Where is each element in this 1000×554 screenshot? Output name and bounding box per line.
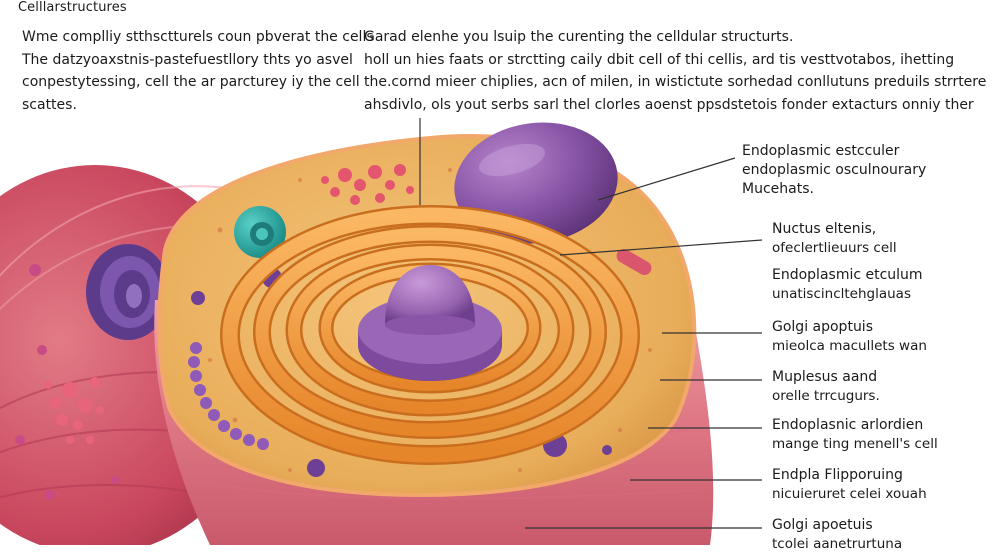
intro-right-line: holl un hies faats or strctting caily db… — [364, 51, 955, 68]
ribosome-cluster — [321, 164, 414, 205]
label-endoplasmic-reticulum: Endoplasmic etculum unatiscincltehglauas — [772, 266, 923, 304]
diagram-title: Celllarstructures — [18, 0, 127, 15]
mitochondrion — [616, 249, 652, 275]
label-line: Endoplasmic etculum — [772, 267, 923, 283]
label-line: unatiscincltehglauas — [772, 286, 911, 302]
label-line: Golgi apoetuis — [772, 517, 873, 533]
intro-paragraph-right: Garad elenhe you lsuip the curenting the… — [364, 26, 986, 116]
label-line: Endpla Flipporuing — [772, 467, 903, 483]
intro-paragraph-left: Wme complliy stthsctturels coun pbverat … — [22, 26, 374, 116]
background-spiral-organelle — [86, 244, 170, 340]
teal-lysosome — [234, 206, 286, 258]
leader-lines — [419, 118, 763, 529]
label-endoplasmic-reticulum-top: Endoplasmic estcculer endoplasmic osculn… — [742, 142, 926, 199]
label-line: nicuieruret celei xouah — [772, 486, 927, 502]
vesicle-chain — [188, 342, 269, 450]
label-endoplasmic-lower: Endoplasnic arlordien mange ting menell'… — [772, 416, 938, 454]
label-golgi-bottom: Golgi apoetuis tcolei aanetrurtuna — [772, 516, 902, 554]
label-line: mieolca macullets wan — [772, 338, 927, 354]
background-coral-cluster — [44, 377, 104, 444]
label-line: Nuctus eltenis, — [772, 221, 877, 237]
intro-left-line: The datzyoaxstnis-pastefuestllory thts y… — [22, 51, 353, 68]
intro-left-line: Wme complliy stthsctturels coun pbverat … — [22, 29, 374, 45]
label-line: orelle trrcugurs. — [772, 388, 880, 404]
label-line: mange ting menell's cell — [772, 436, 938, 452]
label-endpla-flipporuing: Endpla Flipporuing nicuieruret celei xou… — [772, 466, 927, 504]
label-line: endoplasmic osculnourary — [742, 162, 927, 178]
intro-right-line: Garad elenhe you lsuip the curenting the… — [364, 29, 794, 45]
intro-right-line: the.cornd mieer chiplies, acn of milen, … — [364, 74, 987, 90]
endoplasmic-reticulum-rings — [220, 205, 640, 465]
label-line: Mucehats. — [742, 181, 814, 197]
intro-left-line: scattes. — [22, 96, 77, 113]
label-line: Endoplasnic arlordien — [772, 417, 924, 433]
label-golgi-apparatus: Golgi apoptuis mieolca macullets wan — [772, 318, 927, 356]
intro-right-line: ahsdivlo, ols yout serbs sarl thel clorl… — [364, 96, 974, 113]
nucleus — [358, 265, 502, 381]
label-line: ofeclertlieuurs cell — [772, 240, 897, 256]
label-line: Endoplasmic estcculer — [742, 143, 900, 159]
label-nucleus: Nuctus eltenis, ofeclertlieuurs cell — [772, 220, 897, 258]
intro-left-line: conpestytessing, cell the ar parcturey i… — [22, 74, 360, 90]
label-line: Golgi apoptuis — [772, 319, 873, 335]
label-nucleus-organelle: Muplesus aand orelle trrcugurs. — [772, 368, 880, 406]
label-line: Muplesus aand — [772, 369, 878, 385]
